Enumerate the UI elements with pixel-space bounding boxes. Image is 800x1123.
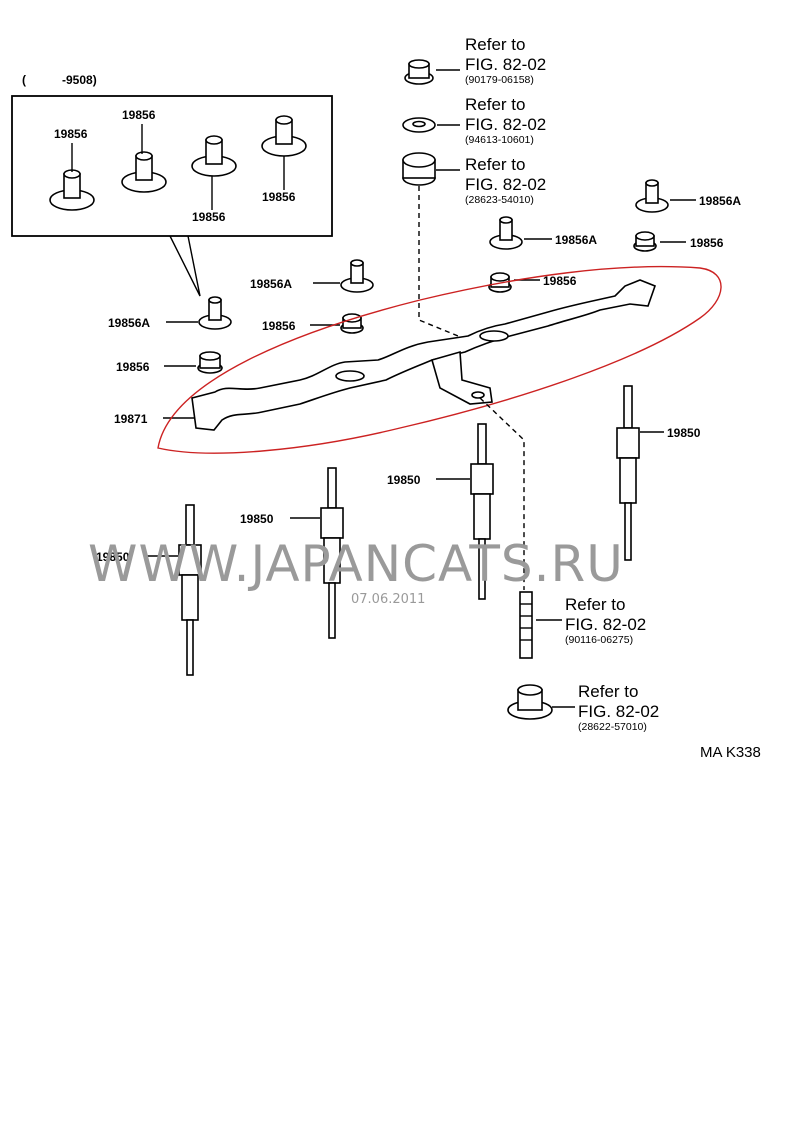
reference-2: Refer to FIG. 82-02 (94613-10601) (465, 95, 546, 146)
svg-text:Refer to: Refer to (565, 595, 625, 614)
nut-19856-left (197, 351, 223, 374)
bolt-19856a-upper (340, 259, 374, 293)
label-19856-left: 19856 (116, 360, 150, 374)
inset-panel: ( -9508) 19856 19856 (11, 73, 333, 297)
stack-centerline (418, 186, 481, 346)
svg-text:(90179-06158): (90179-06158) (465, 74, 534, 86)
inset-label-1: 19856 (54, 127, 88, 141)
svg-text:Refer to: Refer to (465, 155, 525, 174)
inset-label-2: 19856 (122, 108, 156, 122)
svg-text:Refer to: Refer to (465, 35, 525, 54)
nut-19856-far-right (633, 231, 657, 252)
upper-fastener-stack (402, 59, 481, 346)
inset-range-end: -9508) (62, 73, 97, 87)
label-19856a-left: 19856A (108, 316, 150, 330)
bolt-19856a-right (489, 216, 523, 250)
svg-text:FIG. 82-02: FIG. 82-02 (465, 175, 546, 194)
inset-bolt-2 (121, 151, 167, 193)
label-19850-a: 19850 (96, 550, 130, 564)
label-19856a-far-right: 19856A (699, 194, 741, 208)
reference-5: Refer to FIG. 82-02 (28622-57010) (578, 682, 659, 733)
label-19850-b: 19850 (240, 512, 274, 526)
inset-bolt-1 (49, 169, 95, 211)
watermark-date: 07.06.2011 (351, 592, 425, 607)
diagram-code: MA K338 (700, 744, 761, 761)
reference-1: Refer to FIG. 82-02 (90179-06158) (465, 35, 546, 86)
insulator (402, 152, 436, 186)
inset-bolt-3 (191, 135, 237, 177)
svg-text:Refer to: Refer to (578, 682, 638, 701)
glow-plug-2 (320, 467, 344, 639)
label-19856a-upper: 19856A (250, 277, 292, 291)
watermark-text: WWW.JAPANCATS.RU (88, 535, 624, 593)
label-19856-far-right: 19856 (690, 236, 724, 250)
label-19856-top: 19856 (543, 274, 577, 288)
label-19856-center: 19856 (262, 319, 296, 333)
nut-19856-top (488, 272, 512, 293)
svg-text:Refer to: Refer to (465, 95, 525, 114)
glow-plug-4 (616, 385, 640, 561)
svg-text:(90116-06275): (90116-06275) (565, 634, 633, 646)
svg-text:(94613-10601): (94613-10601) (465, 134, 534, 146)
washer (402, 117, 436, 133)
reference-3: Refer to FIG. 82-02 (28623-54010) (465, 155, 546, 206)
inset-frame (11, 95, 333, 237)
label-19850-d: 19850 (667, 426, 701, 440)
lower-insulator (507, 684, 553, 720)
bus-bar (191, 279, 657, 431)
glow-plug-3 (470, 423, 494, 600)
inset-callout-leader (169, 235, 201, 297)
svg-text:FIG. 82-02: FIG. 82-02 (565, 615, 646, 634)
svg-text:FIG. 82-02: FIG. 82-02 (465, 55, 546, 74)
flange-nut (404, 59, 434, 85)
inset-label-3: 19856 (192, 210, 226, 224)
highlight-outline (157, 265, 722, 454)
svg-text:(28623-54010): (28623-54010) (465, 194, 534, 206)
label-19856a-right: 19856A (555, 233, 597, 247)
label-19871: 19871 (114, 412, 148, 426)
inset-range-open: ( (22, 73, 26, 87)
bus-bar-terminal (431, 350, 493, 405)
stud (519, 591, 533, 659)
stud-centerline (479, 397, 525, 590)
label-19850-c: 19850 (387, 473, 421, 487)
svg-text:FIG. 82-02: FIG. 82-02 (465, 115, 546, 134)
reference-4: Refer to FIG. 82-02 (90116-06275) (565, 595, 646, 646)
svg-text:(28622-57010): (28622-57010) (578, 721, 647, 733)
bolt-19856a-far-right (635, 179, 669, 213)
bolt-19856a-left (198, 296, 232, 330)
bus-bar-plate (191, 279, 657, 431)
inset-label-4: 19856 (262, 190, 296, 204)
svg-text:FIG. 82-02: FIG. 82-02 (578, 702, 659, 721)
inset-bolt-4 (261, 115, 307, 157)
glow-plug-1 (178, 504, 202, 676)
